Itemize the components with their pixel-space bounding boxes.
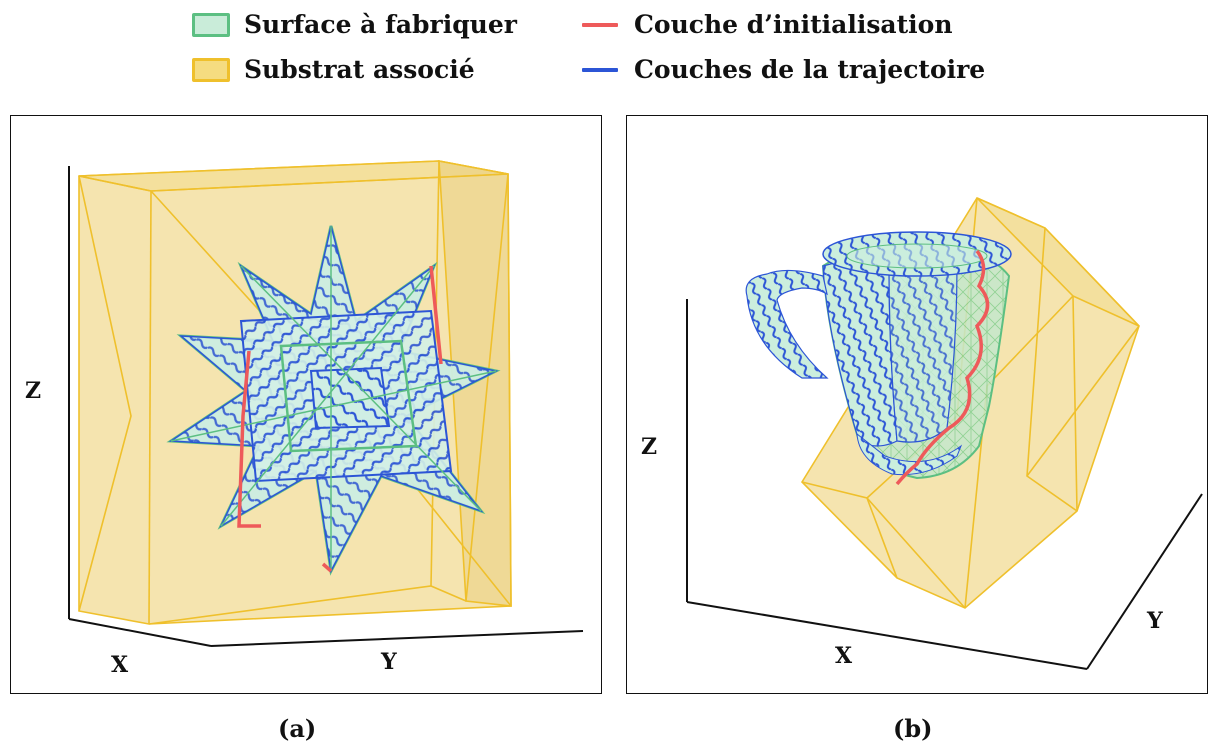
panel-a-init-layer bbox=[237, 265, 443, 573]
legend-item-surface: Surface à fabriquer bbox=[192, 10, 517, 39]
legend-surface-label: Surface à fabriquer bbox=[244, 10, 517, 39]
legend: Surface à fabriquer Substrat associé Cou… bbox=[0, 0, 1208, 95]
substrate-swatch bbox=[192, 57, 230, 82]
panel-a-axis-y: Y bbox=[381, 649, 397, 675]
legend-traj-layers-label: Couches de la trajectoire bbox=[634, 55, 986, 84]
panel-b-cup-surface bbox=[745, 231, 1012, 480]
panel-a-figure bbox=[68, 160, 584, 647]
panel-b-figure bbox=[686, 196, 1203, 670]
panel-a-axes bbox=[68, 166, 584, 647]
traj-layers-swatch bbox=[582, 67, 618, 72]
panel-b: Z X Y bbox=[626, 115, 1208, 694]
panel-a: Z X Y bbox=[10, 115, 602, 694]
panel-b-axis-x: X bbox=[835, 643, 853, 669]
caption-b: (b) bbox=[893, 714, 933, 743]
panel-b-axis-y: Y bbox=[1147, 608, 1163, 634]
legend-item-init-layer: Couche d’initialisation bbox=[582, 10, 953, 39]
panel-a-axis-x: X bbox=[111, 652, 129, 678]
panel-b-axis-z: Z bbox=[641, 434, 658, 460]
panel-a-star-surface bbox=[166, 225, 501, 576]
caption-a: (a) bbox=[278, 714, 317, 743]
panel-b-axes bbox=[686, 299, 1203, 670]
legend-substrate-label: Substrat associé bbox=[244, 55, 475, 84]
legend-init-layer-label: Couche d’initialisation bbox=[634, 10, 953, 39]
panel-a-axis-z: Z bbox=[25, 378, 42, 404]
panel-b-init-layer bbox=[895, 249, 990, 486]
surface-swatch bbox=[192, 12, 230, 37]
legend-item-traj-layers: Couches de la trajectoire bbox=[582, 55, 985, 84]
legend-item-substrate: Substrat associé bbox=[192, 55, 475, 84]
init-layer-swatch bbox=[582, 22, 618, 27]
